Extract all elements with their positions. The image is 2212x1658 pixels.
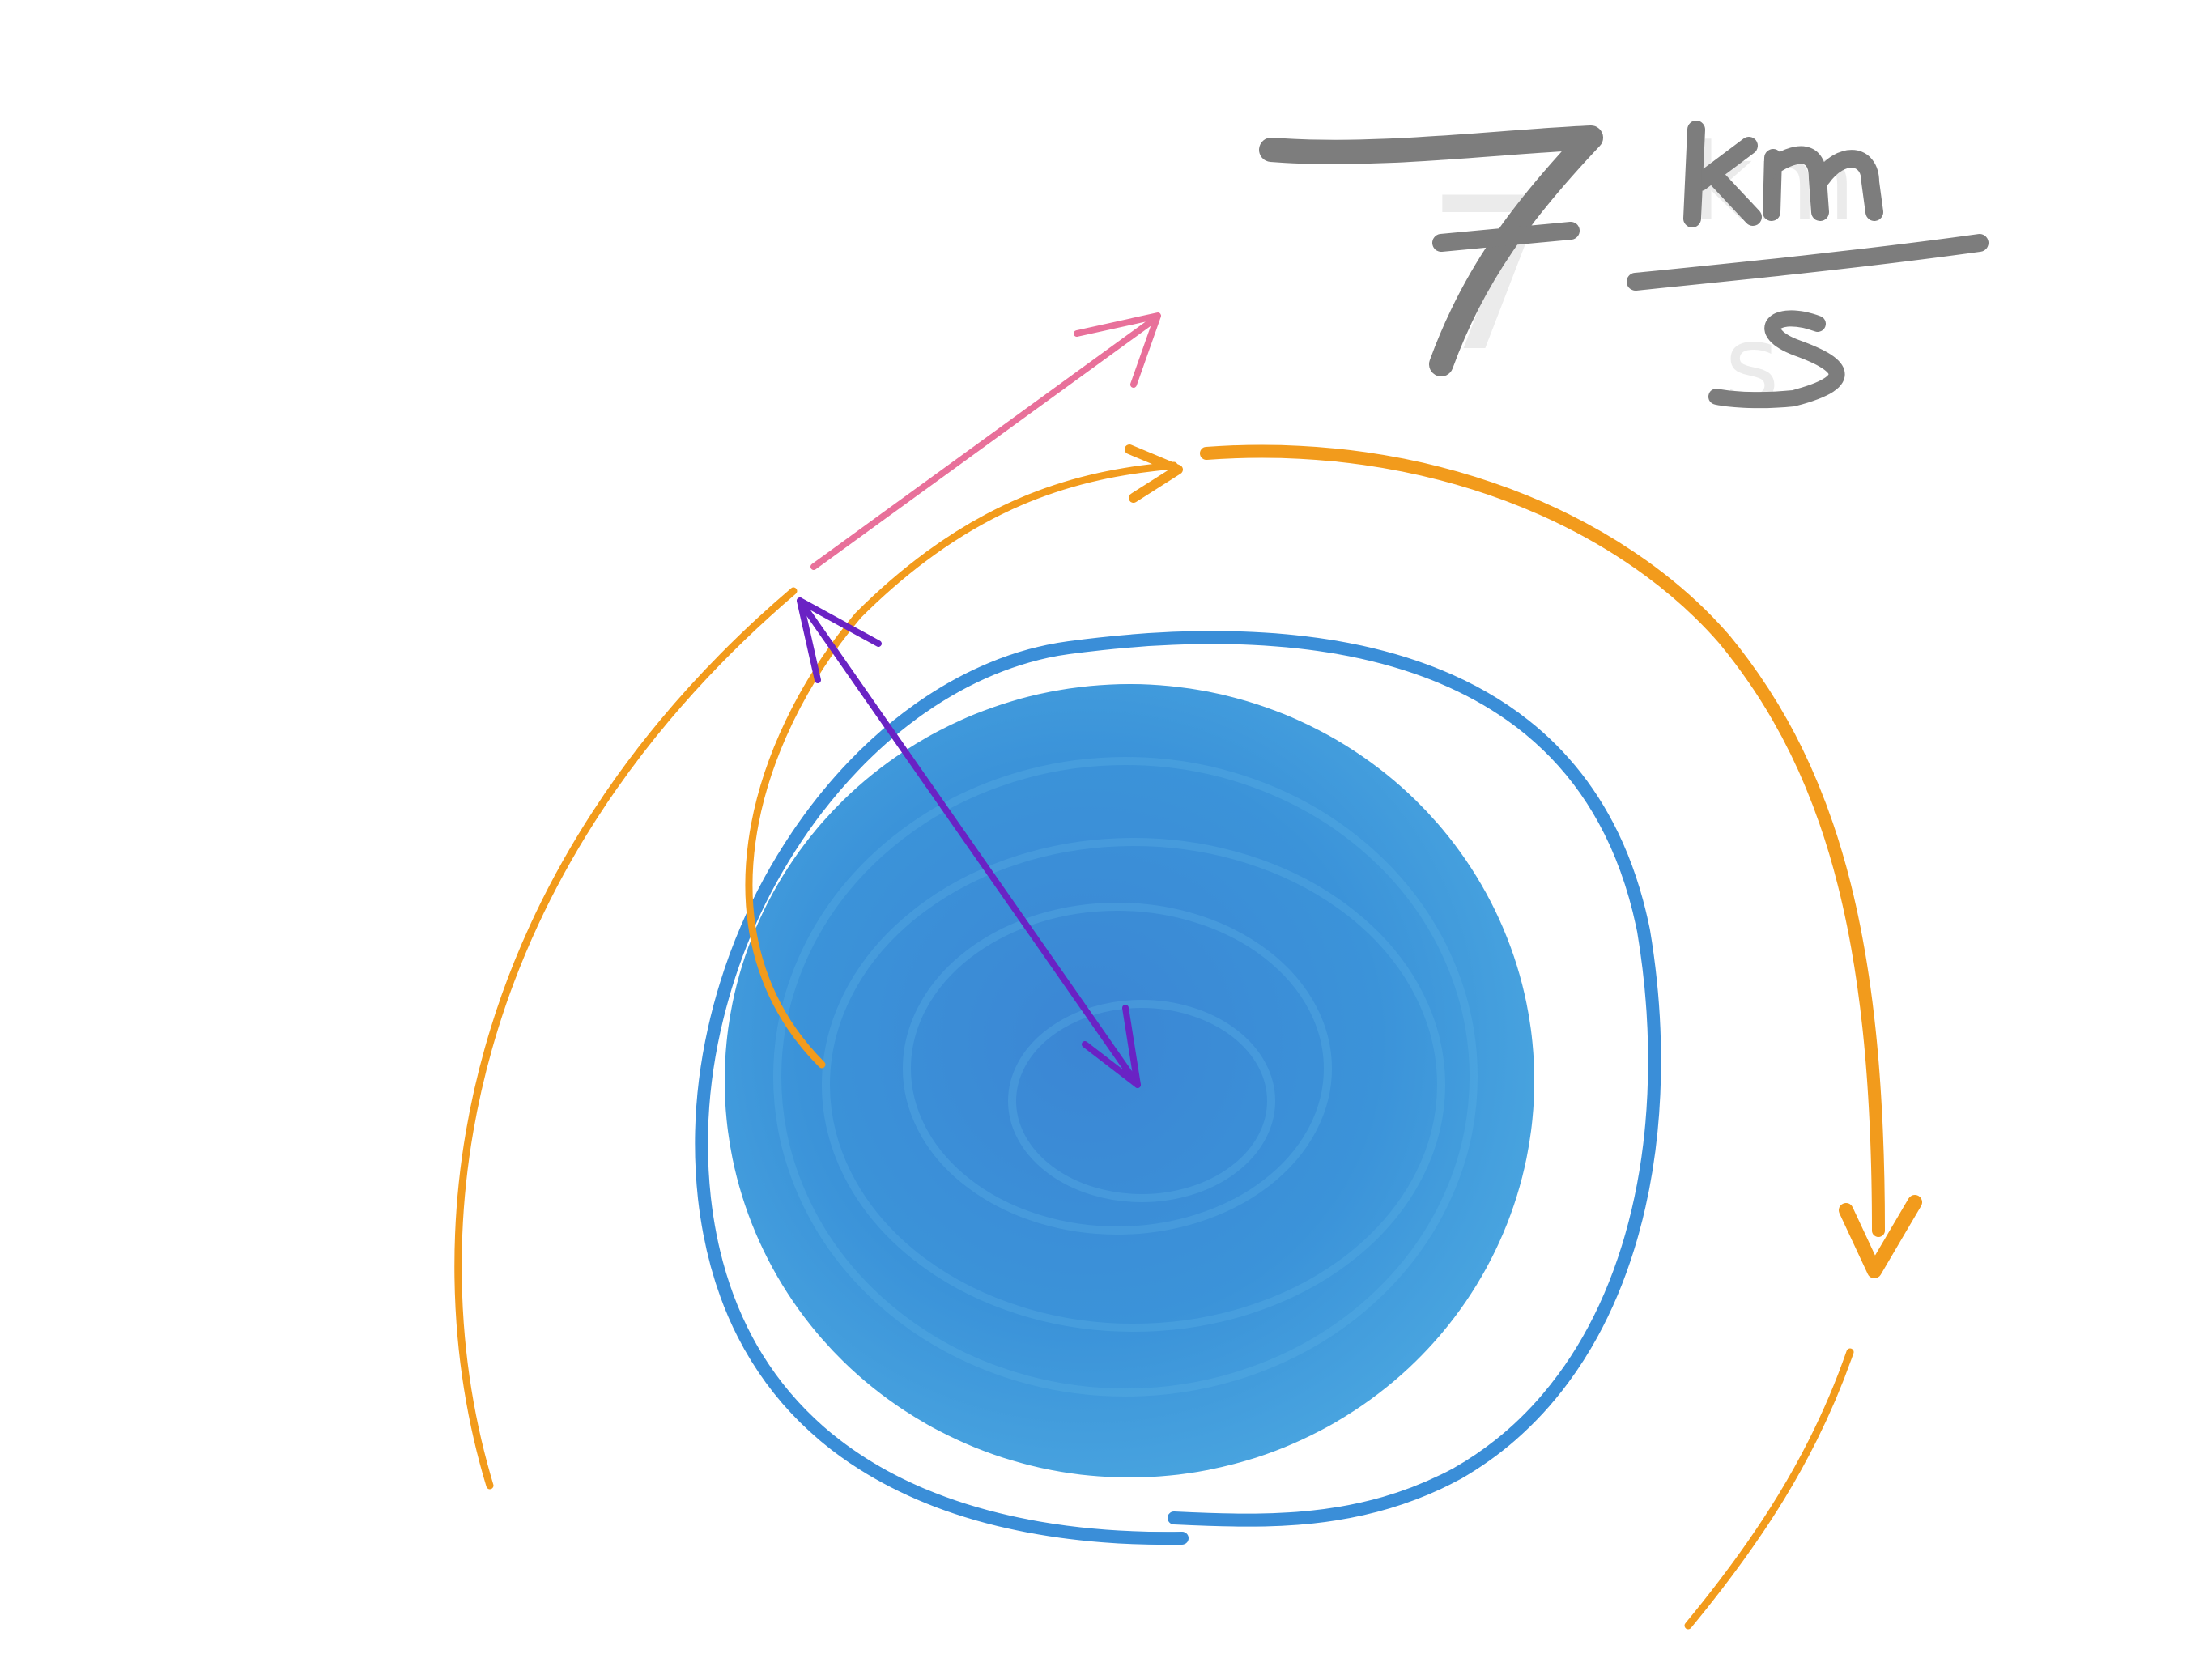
speed-annotation-text: 7 km s <box>1425 121 1856 426</box>
orbit-arc-outer-left <box>454 587 798 1490</box>
orbit-arrowhead-right <box>1839 1195 1922 1278</box>
seven-glyph-strokes <box>1259 125 1603 376</box>
radius-arrow <box>797 597 1141 1088</box>
planet <box>695 631 1661 1545</box>
orbit-path <box>454 444 1922 1630</box>
speed-number: 7 <box>1425 154 1559 398</box>
speed-annotation <box>1259 121 1989 409</box>
radius-arrow-head-bottom <box>1082 1005 1141 1088</box>
radius-arrow-shaft <box>797 597 1141 1088</box>
speed-unit-bottom: s <box>1725 303 1780 426</box>
km-glyph-strokes <box>1683 121 1883 227</box>
planet-ring <box>695 631 1661 1545</box>
velocity-arrow-shaft <box>810 317 1157 570</box>
seven-glyph-crossbar <box>1432 222 1580 252</box>
speed-unit-top: km <box>1692 121 1856 244</box>
fraction-bar <box>1627 234 1989 291</box>
velocity-arrow <box>810 312 1161 570</box>
velocity-arrow-head <box>1074 312 1161 388</box>
orbit-arc-inner <box>745 461 1178 1069</box>
radius-arrow-head-top <box>797 597 882 683</box>
orbit-arrowhead-top <box>1125 444 1183 503</box>
s-glyph-strokes <box>1708 310 1845 409</box>
planet-texture <box>773 757 1478 1397</box>
orbit-arc-bottom-right <box>1684 1348 1854 1630</box>
orbit-arc-top-right <box>1200 444 1885 1237</box>
